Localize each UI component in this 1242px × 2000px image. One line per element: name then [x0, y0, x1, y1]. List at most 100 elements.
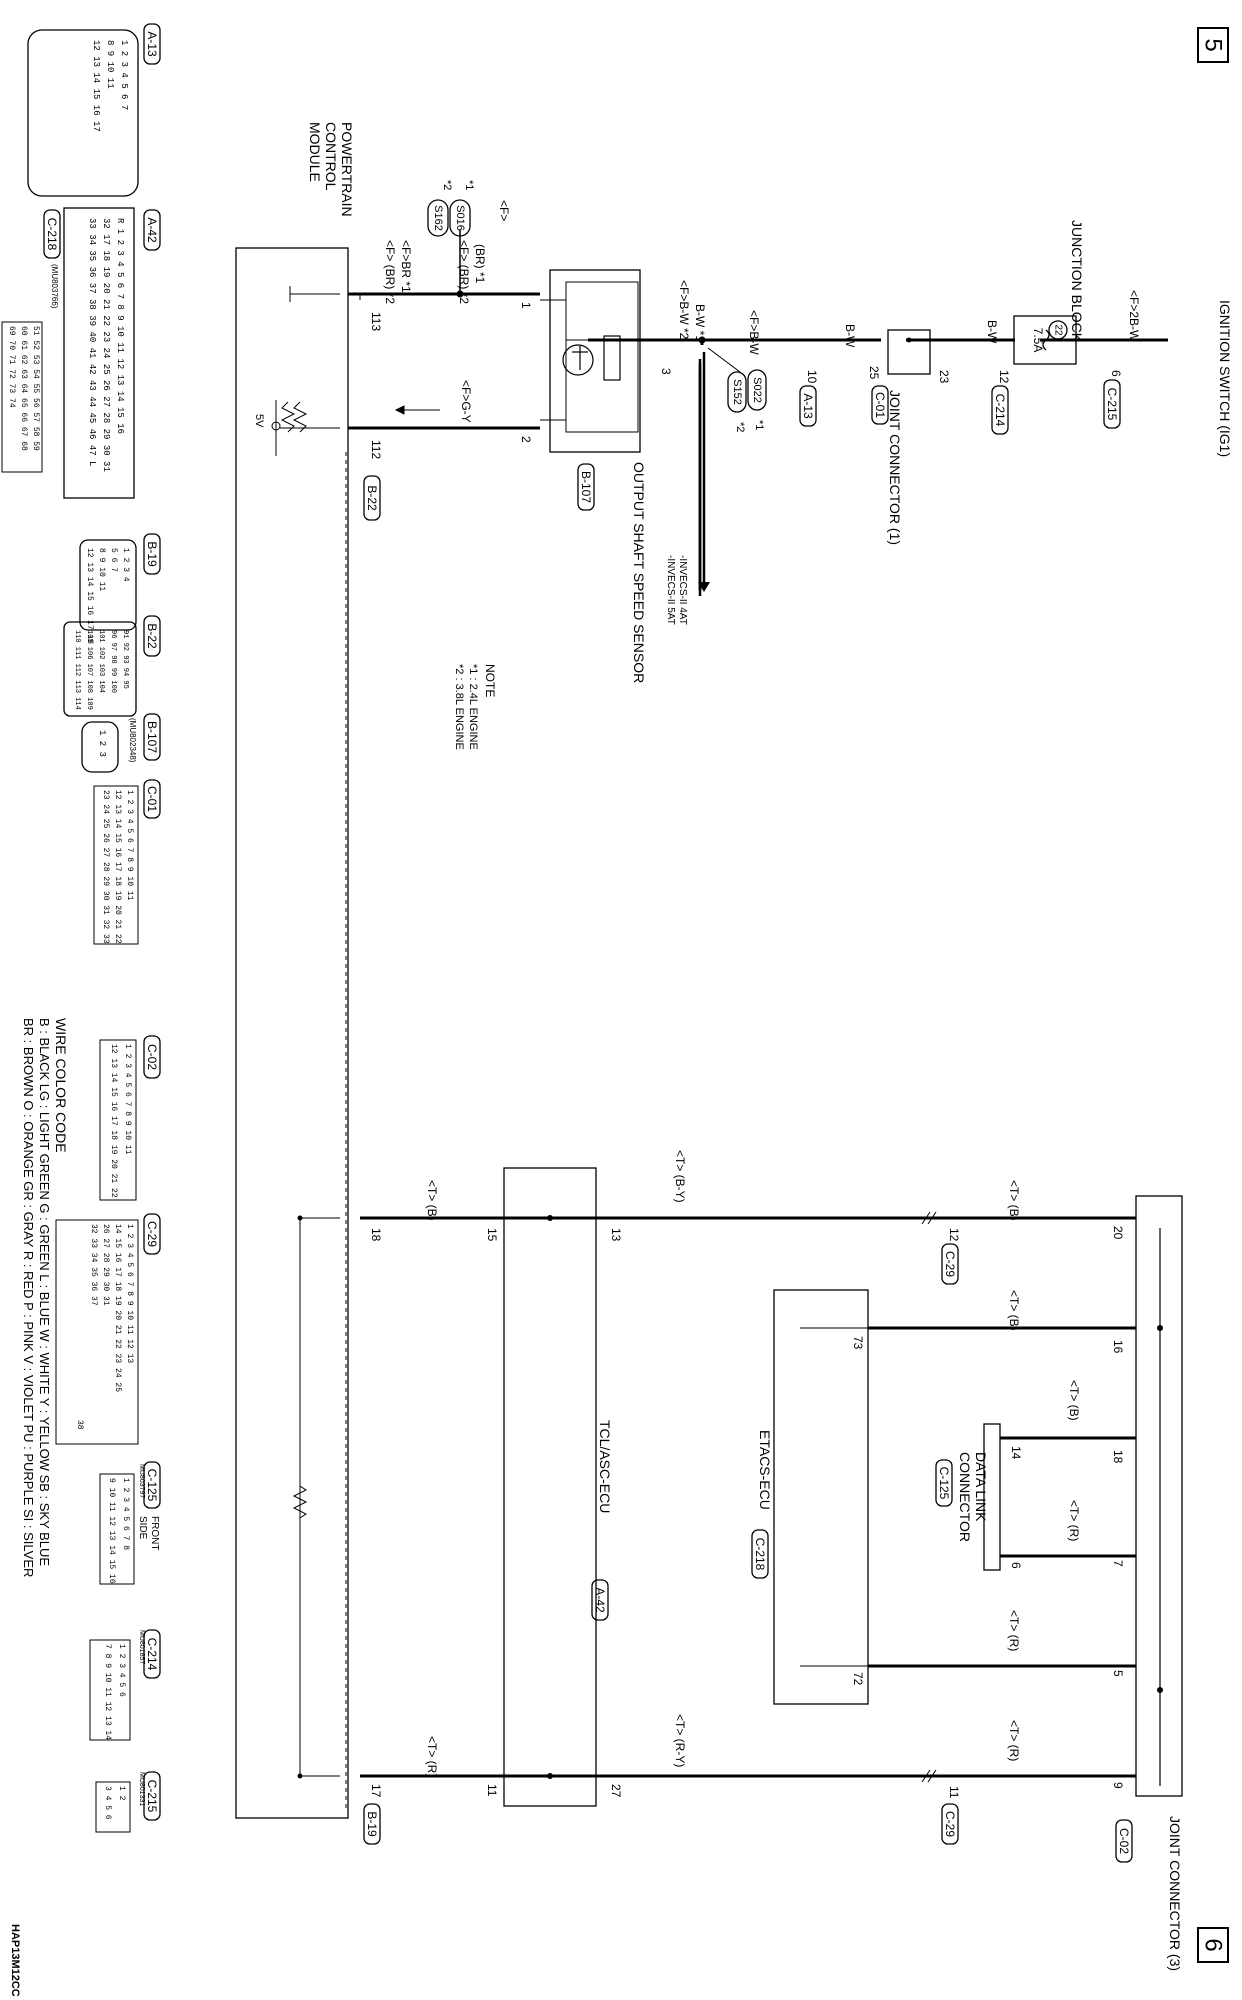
pin-15: 15 [485, 1228, 499, 1242]
svg-text:B : BLACK LG : LIGHT GREEN: B : BLACK LG : LIGHT GREEN G : GREEN L :… [37, 1018, 52, 1566]
junction-block: 22 7.5A [1013, 315, 1077, 365]
splice-s152: S152 [727, 371, 747, 413]
connector-c29-tag-2: C-29 [941, 1803, 959, 1845]
invecs-label-2: -INVECS-II 5AT [665, 555, 676, 625]
pin-23: 23 [937, 370, 951, 384]
pin-113: 113 [369, 312, 383, 331]
sensor-wires [540, 299, 700, 421]
svg-text:C-215: C-215 [1105, 388, 1119, 421]
svg-text:(MU803766): (MU803766) [50, 264, 59, 309]
svg-text:12 13 14 15 16 17 18: 12 13 14 15 16 17 18 [85, 548, 94, 644]
pin-12-c29: 12 [947, 1228, 961, 1242]
svg-text:SIDE: SIDE [137, 1516, 148, 1540]
svg-text:C-214: C-214 [993, 394, 1007, 427]
connector-c214-face: C-214 MU801857 1 2 3 4 5 6 7 8 9 10 11 1… [89, 1629, 161, 1741]
svg-text:14 15 16 17 18 19 20 21 22 23: 14 15 16 17 18 19 20 21 22 23 24 25 [113, 1224, 122, 1392]
connector-c214-tag: C-214 [991, 385, 1009, 435]
svg-text:S162: S162 [432, 205, 444, 231]
splice-s022: S022 [747, 369, 767, 411]
pcm-label-line3: MODULE [307, 122, 323, 182]
svg-text:R 1 2 3 4 5 6 7 8 9 10 11 12: R 1 2 3 4 5 6 7 8 9 10 11 12 13 14 15 16 [115, 218, 125, 434]
wire-tb-2: <T> (B) [1007, 1290, 1021, 1331]
svg-text:C-02: C-02 [1117, 1828, 1131, 1854]
svg-text:FRONT: FRONT [149, 1516, 160, 1550]
svg-text:1 2 3: 1 2 3 [97, 730, 107, 757]
svg-text:101 102 103 104: 101 102 103 104 [97, 630, 105, 693]
svg-text:60 61 62 63 64 65 66 67 68: 60 61 62 63 64 65 66 67 68 [19, 326, 28, 451]
pin-72: 72 [851, 1672, 865, 1686]
svg-text:C-02: C-02 [145, 1044, 159, 1070]
ignition-switch-label: IGNITION SWITCH (IG1) [1217, 300, 1233, 457]
pin-16: 16 [1111, 1340, 1125, 1354]
svg-text:S152: S152 [731, 379, 743, 405]
pin-2: 2 [519, 436, 533, 443]
svg-text:7 8 9 10 11 12 13 14: 7 8 9 10 11 12 13 14 [103, 1644, 112, 1740]
connector-c218-tag: C-218 [751, 1529, 769, 1579]
wire-tr-1: <T> (R) [1067, 1500, 1081, 1541]
connector-a13-face: A-13 1 2 3 4 5 6 7 8 9 10 11 12 13 14 15… [27, 23, 161, 197]
ignition-feed-wire [698, 338, 1168, 596]
svg-text:MU803797: MU803797 [138, 1464, 145, 1498]
svg-text:7.5A: 7.5A [1031, 328, 1045, 353]
svg-text:5 6 7: 5 6 7 [109, 548, 118, 572]
svg-text:26 27 28 29 30 31: 26 27 28 29 30 31 [101, 1224, 110, 1306]
pin-6-dlc: 6 [1009, 1562, 1023, 1569]
splice-s162: S162 [427, 199, 449, 237]
svg-text:C-29: C-29 [943, 1811, 957, 1837]
svg-text:51 52 53 54 55 56 57 58 59: 51 52 53 54 55 56 57 58 59 [31, 326, 40, 451]
wire-fbw-star2: <F>B-W *2 [677, 280, 691, 340]
wire-br-star1: (BR) *1 [473, 244, 487, 284]
wire-tr-2: <T> (R) [1007, 1610, 1021, 1651]
connector-b107-face: B-107 (MU802348) 1 2 3 [81, 713, 161, 773]
svg-text:8 9 10 11: 8 9 10 11 [97, 548, 106, 591]
signal-arrow [394, 405, 440, 415]
connector-b19-tag: B-19 [363, 1803, 381, 1845]
wire-bw-label-2: B-W [843, 324, 857, 348]
wire-tb-4: <T> (B) [425, 1180, 439, 1221]
data-link-connector [983, 1423, 1010, 1571]
s022-star: *1 [753, 420, 765, 430]
svg-text:BR : BROWN O : ORANGE GR: BR : BROWN O : ORANGE GR : GRAY R : RED … [21, 1018, 36, 1577]
pin-6-c215: 6 [1109, 370, 1123, 377]
pin-3: 3 [659, 368, 673, 375]
junction-block-label: JUNCTION BLOCK [1069, 220, 1085, 343]
wire-fgy-label: <F>G-Y [459, 380, 473, 423]
svg-text:69 70 71 72 73 74: 69 70 71 72 73 74 [7, 326, 16, 408]
svg-text:B-19: B-19 [145, 541, 159, 567]
pin-12-c214: 12 [997, 370, 1011, 384]
svg-text:B-19: B-19 [365, 1811, 379, 1837]
c29-break-marks [921, 1211, 937, 1783]
svg-text:C-218: C-218 [753, 1538, 767, 1571]
invecs-label-1: -INVECS-II 4AT [677, 555, 688, 625]
invecs-branch-wire [700, 340, 704, 345]
wire-fbw-label: <F>B-W [747, 310, 761, 355]
svg-text:A-13: A-13 [801, 393, 815, 419]
tcl-asc-ecu-box [490, 1167, 610, 1807]
wire-tr-4: <T> (R) [425, 1736, 439, 1777]
wire-bw-label: B-W [985, 320, 999, 344]
wire-br-star2: <F> (BR) *2 [457, 240, 471, 304]
svg-text:MU801331: MU801331 [138, 1772, 145, 1806]
etacs-label: ETACS-ECU [757, 1430, 773, 1510]
svg-text:S022: S022 [751, 377, 763, 403]
sensor-label: OUTPUT SHAFT SPEED SENSOR [631, 462, 647, 683]
bus-wires [360, 1216, 1136, 1778]
svg-text:C-125: C-125 [145, 1469, 159, 1502]
connector-c29-face: C-29 1 2 3 4 5 6 7 8 9 10 11 12 13 14 15… [55, 1213, 161, 1445]
pin-27: 27 [609, 1784, 623, 1798]
connector-c02-tag: C-02 [1115, 1819, 1133, 1863]
wire-tb-1: <T> (B) [1007, 1180, 1021, 1221]
wire-tb-3: <T> (B) [1067, 1380, 1081, 1421]
svg-text:B-107: B-107 [579, 471, 593, 503]
svg-text:1 2 3 4 5 6 7: 1 2 3 4 5 6 7 [119, 40, 129, 110]
svg-text:IGNITION SWITCH (IG1): IGNITION SWITCH (IG1) [1217, 300, 1233, 457]
pin-20: 20 [1111, 1226, 1125, 1240]
pin-14: 14 [1009, 1446, 1023, 1460]
svg-text:23 24 25 26 27 28 29 30 31 32: 23 24 25 26 27 28 29 30 31 32 33 [101, 790, 110, 944]
wire-fbr-star1: <F>BR *1 [399, 240, 413, 293]
s016-star: *1 [463, 180, 475, 190]
connector-c125-tag: C-125 [935, 1459, 953, 1507]
output-shaft-speed-sensor [549, 269, 641, 453]
svg-text:*2 : 3.8L ENGINE: *2 : 3.8L ENGINE [453, 664, 465, 750]
